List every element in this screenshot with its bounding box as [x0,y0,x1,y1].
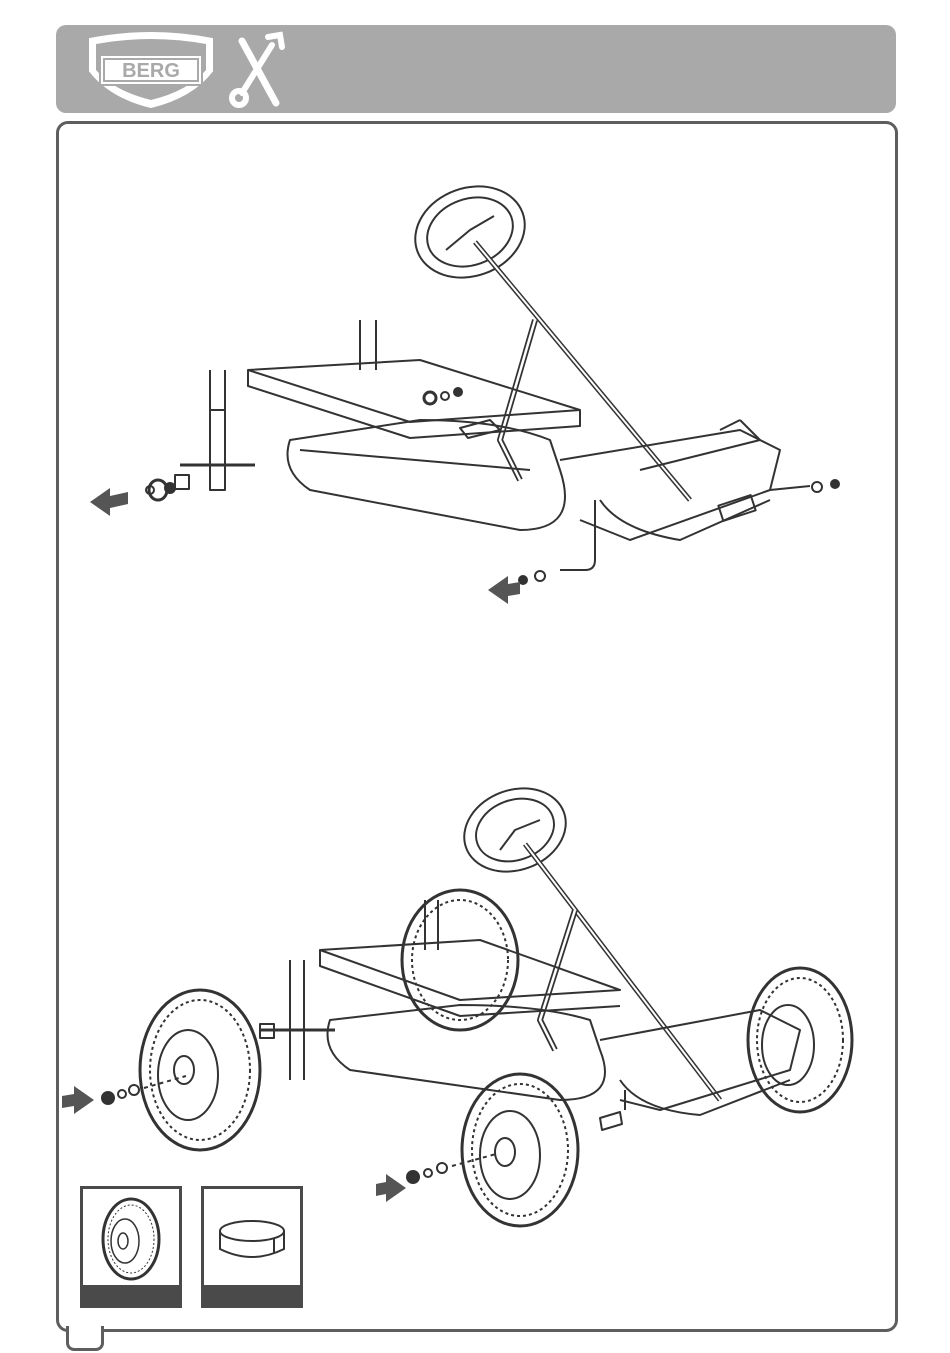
wheel-mount-illustration [60,780,870,1230]
arrow-icon [376,1174,406,1202]
arrow-icon [62,1086,94,1114]
hub-cap-icon [204,1189,300,1285]
wrench-screwdriver-icon [228,31,288,109]
part-wheel-box [80,1186,182,1308]
logo-text: BERG [122,60,180,82]
wheel-icon [83,1189,179,1285]
steering-wheel [402,172,537,293]
part-wheel-footer [83,1285,179,1305]
part-hub-cap-box [201,1186,303,1308]
frame-disassembly-illustration [80,170,870,610]
arrow-icon [488,576,520,604]
arrow-icon [90,488,128,516]
berg-logo: BERG [82,31,220,109]
header-bar: BERG [56,25,896,113]
page-tab [66,1326,104,1351]
part-hub-cap-footer [204,1285,300,1305]
